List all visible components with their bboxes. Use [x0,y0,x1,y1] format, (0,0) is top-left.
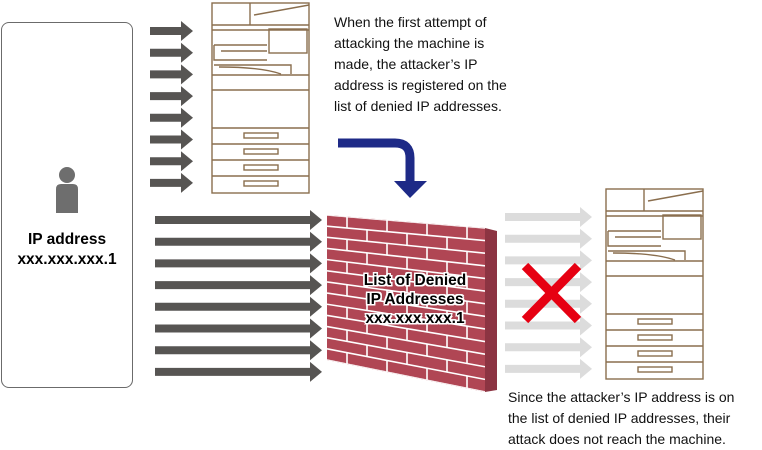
attack-arrow [155,275,322,296]
attack-arrow [150,129,193,150]
blocked-arrow [505,337,592,358]
attack-arrow [155,253,322,274]
note-line: address is registered on the [334,77,507,93]
blocked-arrow [505,207,592,227]
denied-ip-value: xxx.xxx.xxx.1 [365,310,465,327]
attack-arrows [155,210,322,382]
attack-arrow [150,172,193,193]
denied-list-label: List of Denied IP Addresses xxx.xxx.xxx.… [330,271,500,328]
denied-list-title: List of Denied [363,272,467,289]
attacker-ip-label: IP address [27,231,107,248]
blocked-arrow [505,250,592,271]
attack-arrow [155,318,322,339]
machine-icon [211,2,310,194]
note-line: list of denied IP addresses. [334,98,502,114]
attacker-ip-value: xxx.xxx.xxx.1 [17,251,117,268]
blocked-x-icon [521,262,582,324]
attack-arrow [155,210,322,230]
note-line: When the first attempt of [334,14,487,30]
note-line: attacking the machine is [334,35,485,51]
note-line: made, the attacker’s IP [334,56,478,72]
blocked-arrow [505,228,592,249]
denied-list-subtitle: IP Addresses [366,291,464,308]
attack-arrow [150,107,193,128]
attack-arrow [155,361,322,382]
note-line: the list of denied IP addresses, their [508,410,731,426]
attack-arrow [150,86,193,107]
note-line: Since the attacker’s IP address is on [508,389,735,405]
attack-arrow [155,296,322,317]
blocked-arrow [505,272,592,293]
attack-arrow [155,340,322,361]
person-icon [56,167,78,213]
first-attempt-note: When the first attempt of attacking the … [334,12,554,117]
firewall-wall [327,215,497,392]
attack-arrow [155,231,322,252]
attack-arrow [150,151,193,172]
note-line: attack does not reach the machine. [508,431,726,447]
first-attempt-arrows [150,21,193,193]
blocked-arrow [505,293,592,314]
blocked-note: Since the attacker’s IP address is on th… [508,387,762,450]
attack-arrow [150,42,193,63]
blocked-arrows [505,207,592,379]
machine-icon [605,188,704,380]
attack-arrow [150,21,193,41]
blocked-arrow [505,315,592,336]
attack-arrow [150,64,193,85]
attacker-panel [1,22,133,388]
flow-arrow-icon [338,138,427,198]
blocked-arrow [505,358,592,379]
